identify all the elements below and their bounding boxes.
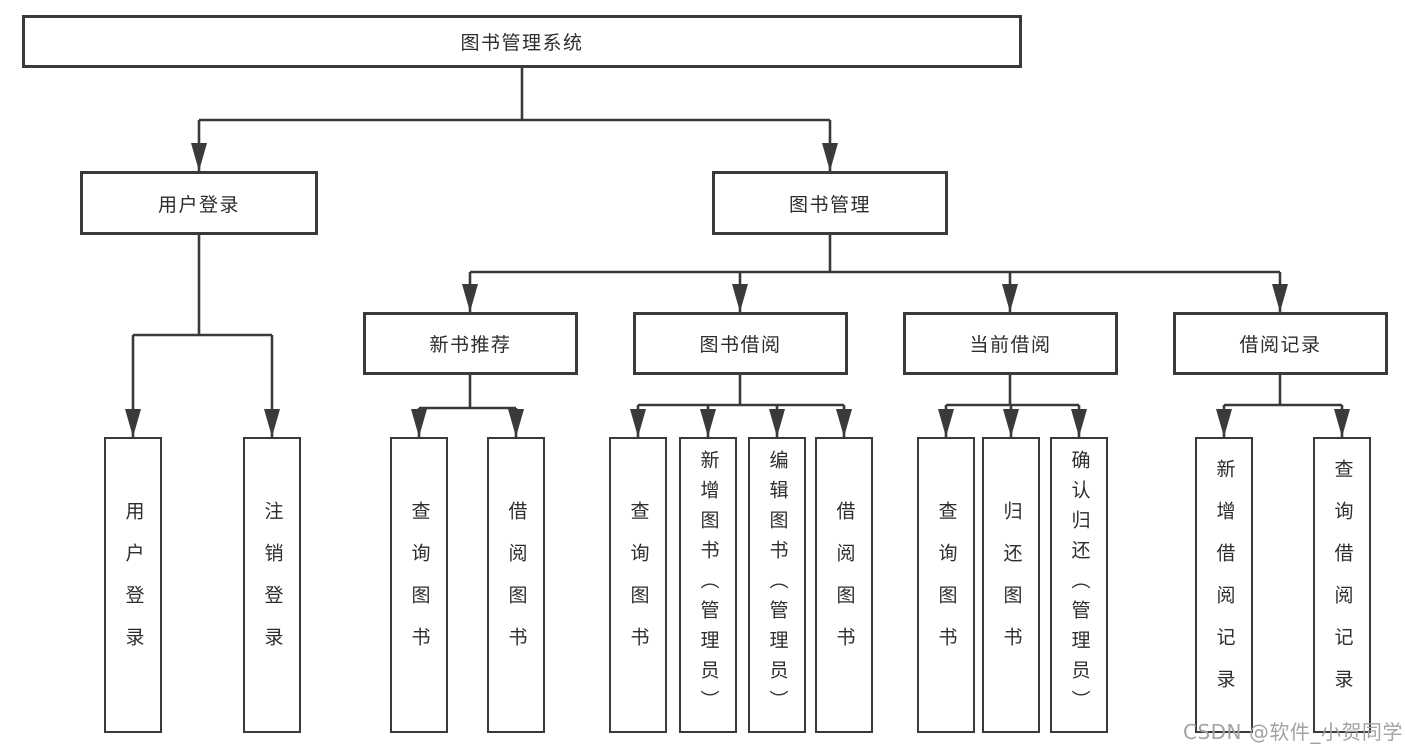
- node-user-login: 用户登录: [80, 171, 318, 235]
- node-current-borrowing: 当前借阅: [903, 312, 1118, 375]
- leaf-edit-books-admin: 编辑图书（管理员）: [748, 437, 806, 733]
- leaf-user-login: 用户登录: [104, 437, 162, 733]
- node-label: 新书推荐: [429, 334, 512, 356]
- node-label: 编辑图书（管理员）: [766, 450, 789, 720]
- leaf-add-borrow-record: 新增借阅记录: [1195, 437, 1253, 733]
- leaf-return-books: 归还图书: [982, 437, 1040, 733]
- node-borrow-records: 借阅记录: [1173, 312, 1388, 375]
- node-label: 用户登录: [122, 501, 145, 669]
- leaf-borrow-books: 借阅图书: [815, 437, 873, 733]
- node-label: 确认归还（管理员）: [1068, 450, 1091, 720]
- node-book-borrowing: 图书借阅: [633, 312, 848, 375]
- leaf-add-books-admin: 新增图书（管理员）: [679, 437, 737, 733]
- node-label: 当前借阅: [969, 334, 1052, 356]
- node-label: 查询图书: [627, 501, 650, 669]
- node-label: 图书借阅: [699, 334, 782, 356]
- node-label: 查询图书: [935, 501, 958, 669]
- node-label: 查询借阅记录: [1331, 459, 1354, 711]
- node-label: 借阅图书: [505, 501, 528, 669]
- leaf-query-books-current: 查询图书: [917, 437, 975, 733]
- leaf-confirm-return-admin: 确认归还（管理员）: [1050, 437, 1108, 733]
- node-label: 图书管理: [788, 193, 871, 216]
- node-label: 新增借阅记录: [1213, 459, 1236, 711]
- node-label: 用户登录: [157, 193, 240, 216]
- node-book-management: 图书管理: [712, 171, 948, 235]
- leaf-query-books-recommend: 查询图书: [390, 437, 448, 733]
- node-label: 借阅记录: [1239, 334, 1322, 356]
- leaf-query-books-borrow: 查询图书: [609, 437, 667, 733]
- node-new-book-recommend: 新书推荐: [363, 312, 578, 375]
- node-label: 注销登录: [261, 501, 284, 669]
- node-label: 新增图书（管理员）: [697, 450, 720, 720]
- node-library-management-system: 图书管理系统: [22, 15, 1022, 68]
- node-label: 图书管理系统: [460, 32, 584, 54]
- node-label: 归还图书: [1000, 501, 1023, 669]
- node-label: 查询图书: [408, 501, 431, 669]
- csdn-watermark: CSDN @软件_小贺同学: [1183, 720, 1403, 744]
- node-label: 借阅图书: [833, 501, 856, 669]
- leaf-query-borrow-record: 查询借阅记录: [1313, 437, 1371, 733]
- leaf-logout: 注销登录: [243, 437, 301, 733]
- leaf-borrow-books-recommend: 借阅图书: [487, 437, 545, 733]
